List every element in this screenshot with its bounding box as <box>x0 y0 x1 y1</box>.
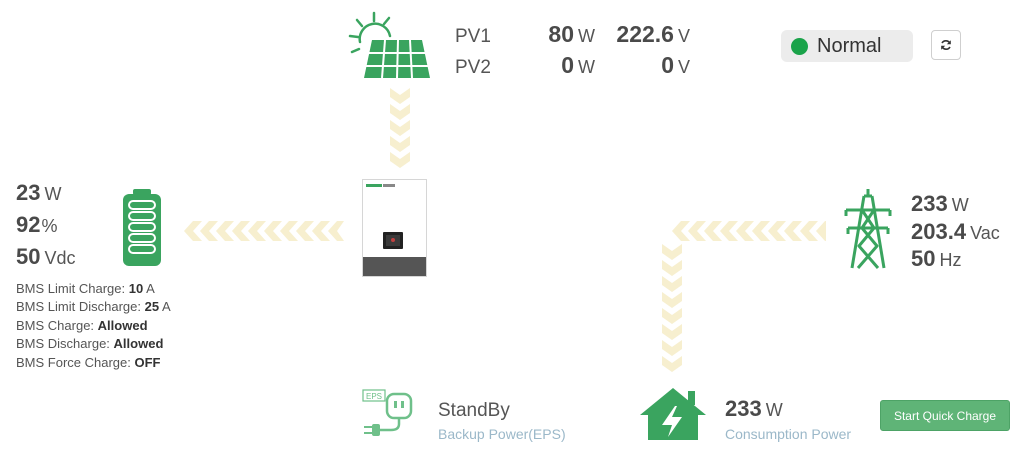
bms-limit-charge: BMS Limit Charge: 10 A <box>16 281 155 296</box>
pv-flow-arrows <box>390 88 410 168</box>
bms-discharge-label: BMS Discharge: <box>16 336 110 351</box>
battery-icon <box>123 189 161 266</box>
bms-force-charge-value: OFF <box>134 355 161 370</box>
consumption-power-value: 233 <box>725 396 762 421</box>
bms-discharge-value: Allowed <box>113 336 164 351</box>
grid-voltage-unit: Vac <box>970 223 1000 243</box>
bms-force-charge: BMS Force Charge: OFF <box>16 355 161 370</box>
pv1-power: 80 <box>548 21 574 47</box>
consumption-power-unit: W <box>765 400 783 420</box>
bms-limit-discharge-value: 25 <box>144 299 160 314</box>
battery-soc-unit: % <box>41 216 58 236</box>
bms-limit-charge-unit: A <box>146 281 155 296</box>
refresh-icon <box>941 40 951 50</box>
inverter-icon <box>362 179 427 277</box>
start-quick-charge-button[interactable]: Start Quick Charge <box>880 400 1010 431</box>
power-tower-icon <box>844 189 892 269</box>
pv2-voltage: 0 <box>661 52 674 78</box>
pv1-voltage-unit: V <box>677 26 690 46</box>
battery-power-unit: W <box>44 184 62 204</box>
solar-panel-icon <box>348 11 430 79</box>
grid-power-unit: W <box>951 195 969 215</box>
bms-force-charge-label: BMS Force Charge: <box>16 355 131 370</box>
bms-limit-discharge-label: BMS Limit Discharge: <box>16 299 141 314</box>
pv1-label: PV1 <box>455 26 491 47</box>
status-badge: Normal <box>781 30 913 62</box>
status-label: Normal <box>817 34 882 57</box>
bms-charge-label: BMS Charge: <box>16 318 95 333</box>
bms-charge-value: Allowed <box>97 318 148 333</box>
battery-voltage-unit: Vdc <box>44 248 76 268</box>
grid-voltage-value: 203.4 <box>911 219 967 244</box>
battery-soc: 92% <box>16 212 58 238</box>
pv2-voltage-unit: V <box>677 57 690 77</box>
status-dot-icon <box>791 37 808 55</box>
load-flow-arrows <box>662 244 682 372</box>
bms-limit-discharge: BMS Limit Discharge: 25 A <box>16 299 171 314</box>
pv2-power-unit: W <box>578 57 595 77</box>
pv2-label: PV2 <box>455 57 491 78</box>
pv1-power-unit: W <box>578 26 595 46</box>
bms-discharge: BMS Discharge: Allowed <box>16 336 163 351</box>
eps-label: Backup Power(EPS) <box>438 426 566 442</box>
battery-power-value: 23 <box>16 180 41 205</box>
consumption-label: Consumption Power <box>725 426 852 442</box>
eps-state: StandBy <box>438 400 510 421</box>
bms-limit-discharge-unit: A <box>161 299 171 314</box>
grid-frequency-unit: Hz <box>939 250 962 270</box>
refresh-button[interactable] <box>931 30 961 60</box>
grid-frequency-value: 50 <box>911 246 936 271</box>
bms-charge: BMS Charge: Allowed <box>16 318 148 333</box>
eps-plug-icon: EPS <box>362 389 413 436</box>
battery-soc-value: 92 <box>16 212 41 237</box>
grid-flow-arrows <box>672 221 826 241</box>
grid-power-value: 233 <box>911 191 948 216</box>
bms-limit-charge-label: BMS Limit Charge: <box>16 281 126 296</box>
eps-icon-text: EPS <box>366 392 382 401</box>
pv1-voltage: 222.6 <box>616 21 674 47</box>
battery-flow-arrows <box>184 221 344 241</box>
battery-voltage-value: 50 <box>16 244 41 269</box>
bms-limit-charge-value: 10 <box>128 281 144 296</box>
pv2-power: 0 <box>561 52 574 78</box>
house-icon <box>640 388 706 440</box>
